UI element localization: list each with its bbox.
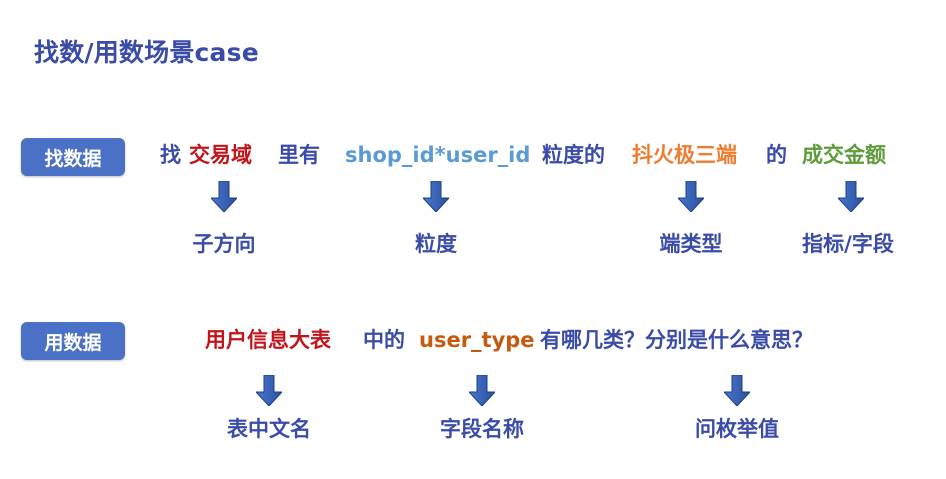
row2-text-in: 中的: [363, 328, 405, 352]
down-arrow-icon: [256, 375, 282, 406]
find-data-badge: 找数据: [21, 138, 125, 176]
page-title: 找数/用数场景case: [34, 38, 259, 67]
row1-text-endpoints: 抖火极三端: [632, 143, 737, 167]
row1-text-domain: 交易域: [189, 143, 252, 167]
row1-text-granularity-of: 粒度的: [542, 143, 605, 167]
row1-text-metric: 成交金额: [802, 143, 886, 167]
row1-label-endpoint-type: 端类型: [659, 232, 723, 256]
row2-label-enum-values: 问枚举值: [695, 417, 779, 441]
row2-text-table: 用户信息大表: [205, 328, 331, 352]
row2-label-field-name: 字段名称: [440, 417, 524, 441]
row1-label-granularity: 粒度: [415, 232, 457, 256]
row1-label-subdirection: 子方向: [192, 232, 256, 256]
use-data-badge: 用数据: [21, 322, 125, 360]
down-arrow-icon: [469, 375, 495, 406]
row2-label-table-name: 表中文名: [227, 417, 311, 441]
row2-text-question: 有哪几类？分别是什么意思？: [540, 328, 813, 352]
row1-text-of: 的: [766, 143, 787, 167]
down-arrow-icon: [423, 181, 449, 212]
down-arrow-icon: [211, 181, 237, 212]
row1-text-has: 里有: [278, 143, 320, 167]
down-arrow-icon: [838, 181, 864, 212]
row1-text-granularity-key: shop_id*user_id: [345, 143, 531, 167]
down-arrow-icon: [724, 375, 750, 406]
row1-label-metric-field: 指标/字段: [802, 232, 894, 256]
row2-text-field: user_type: [419, 328, 535, 352]
down-arrow-icon: [678, 181, 704, 212]
row1-text-find: 找: [160, 143, 181, 167]
